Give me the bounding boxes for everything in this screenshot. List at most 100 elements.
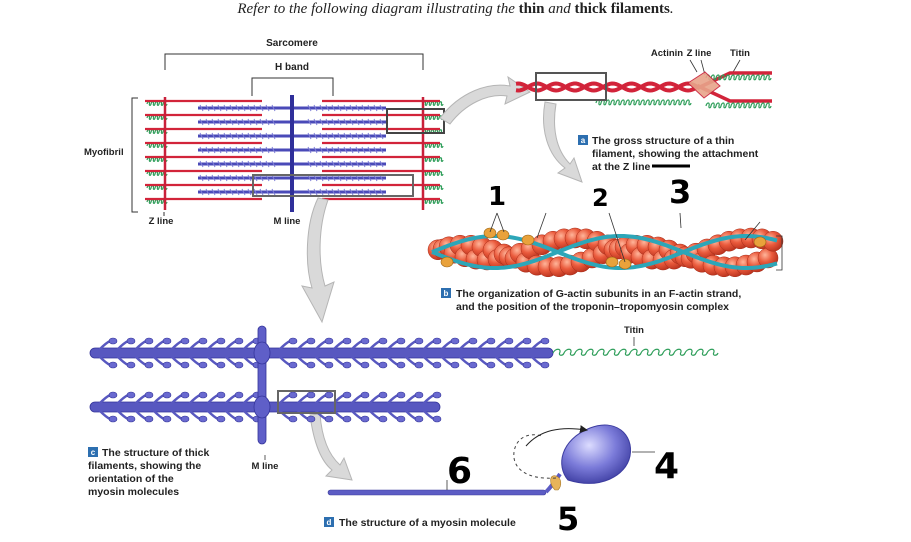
cross-bridge bbox=[217, 104, 222, 112]
header-prefix: Refer to the following diagram illustrat… bbox=[237, 1, 519, 17]
myosin-head-small bbox=[216, 361, 226, 369]
cross-bridge bbox=[259, 146, 264, 154]
myosin-head bbox=[561, 424, 632, 484]
caption-a-letter: a bbox=[581, 136, 586, 145]
cross-bridge bbox=[265, 118, 270, 126]
cross-bridge bbox=[247, 174, 252, 182]
cross-bridge bbox=[265, 132, 270, 140]
cross-bridge bbox=[331, 146, 336, 154]
myosin-head-small bbox=[144, 361, 154, 369]
myosin-head-small bbox=[234, 361, 244, 369]
handwritten-5: 5 bbox=[557, 500, 579, 538]
power-stroke-arrow bbox=[525, 425, 588, 447]
myosin-head-small bbox=[450, 361, 460, 369]
cross-bridge bbox=[379, 160, 384, 168]
myosin-head-small bbox=[144, 337, 154, 345]
h-band-label: H band bbox=[275, 62, 309, 73]
cross-bridge bbox=[337, 104, 342, 112]
cross-bridge bbox=[253, 160, 258, 168]
thin-strand-2 bbox=[515, 81, 701, 93]
cross-bridge bbox=[259, 188, 264, 196]
header-thick: thick filaments bbox=[574, 1, 670, 17]
cross-bridge bbox=[247, 188, 252, 196]
myosin-head-small bbox=[504, 361, 514, 369]
myosin-head-small bbox=[306, 415, 316, 423]
cross-bridge bbox=[223, 104, 228, 112]
cross-bridge bbox=[313, 160, 318, 168]
cross-bridge bbox=[199, 174, 204, 182]
cross-bridge bbox=[331, 160, 336, 168]
myosin-head-small bbox=[342, 391, 352, 399]
cross-bridge bbox=[253, 132, 258, 140]
cross-bridge bbox=[367, 118, 372, 126]
m-line-label: M line bbox=[274, 216, 301, 227]
cross-bridge bbox=[259, 118, 264, 126]
cross-bridge bbox=[205, 132, 210, 140]
myosin-head-small bbox=[306, 391, 316, 399]
handwritten-2: 2 bbox=[592, 184, 609, 212]
cross-bridge bbox=[319, 104, 324, 112]
caption-a-line2: filament, showing the attachment bbox=[592, 148, 759, 160]
myosin-head-small bbox=[432, 415, 442, 423]
cross-bridge bbox=[259, 132, 264, 140]
cross-bridge bbox=[253, 104, 258, 112]
myosin-head-small bbox=[378, 361, 388, 369]
actinin-label: Actinin bbox=[651, 48, 683, 59]
thin-filament-panel: Actinin Z line Titin a The gross structu… bbox=[515, 48, 772, 173]
myosin-head-small bbox=[288, 337, 298, 345]
caption-c-line4: myosin molecules bbox=[88, 486, 179, 498]
myosin-head-small bbox=[540, 337, 550, 345]
cross-bridge bbox=[379, 146, 384, 154]
cross-bridge bbox=[349, 146, 354, 154]
cross-bridge bbox=[343, 132, 348, 140]
cross-bridge bbox=[349, 118, 354, 126]
myosin-head-small bbox=[486, 361, 496, 369]
cross-bridge bbox=[319, 118, 324, 126]
cross-bridge bbox=[313, 132, 318, 140]
cross-bridge bbox=[259, 104, 264, 112]
cross-bridge bbox=[373, 118, 378, 126]
cross-bridge bbox=[247, 132, 252, 140]
caption-b-badge bbox=[441, 288, 451, 298]
cross-bridge bbox=[211, 104, 216, 112]
cross-bridge bbox=[217, 160, 222, 168]
myosin-head-small bbox=[468, 337, 478, 345]
cross-bridge bbox=[355, 104, 360, 112]
cross-bridge bbox=[217, 118, 222, 126]
cross-bridge bbox=[229, 160, 234, 168]
myosin-head-small bbox=[360, 415, 370, 423]
cross-bridge bbox=[373, 104, 378, 112]
z-line-label: Z line bbox=[149, 216, 174, 227]
cross-bridge bbox=[319, 146, 324, 154]
cross-bridge bbox=[205, 118, 210, 126]
cross-bridge bbox=[199, 188, 204, 196]
caption-c-letter: c bbox=[91, 448, 96, 457]
myofibril-bracket bbox=[131, 97, 138, 213]
myosin-head-small bbox=[144, 415, 154, 423]
cross-bridge bbox=[247, 104, 252, 112]
cross-bridge bbox=[241, 132, 246, 140]
cross-bridge bbox=[229, 104, 234, 112]
cross-bridge bbox=[325, 188, 330, 196]
cross-bridge bbox=[331, 188, 336, 196]
cross-bridge bbox=[223, 146, 228, 154]
myosin-head-small bbox=[396, 415, 406, 423]
myosin-head-small bbox=[126, 361, 136, 369]
cross-bridge bbox=[319, 188, 324, 196]
cross-bridge bbox=[229, 118, 234, 126]
cross-bridge bbox=[361, 118, 366, 126]
cross-bridge bbox=[235, 160, 240, 168]
cross-bridge bbox=[349, 160, 354, 168]
myosin-head-small bbox=[396, 337, 406, 345]
myosin-panel: d The structure of a myosin molecule bbox=[324, 424, 655, 529]
myosin-head-small bbox=[468, 361, 478, 369]
myosin-head-small bbox=[126, 337, 136, 345]
cross-bridge bbox=[271, 146, 276, 154]
cross-bridge bbox=[205, 188, 210, 196]
cross-bridge bbox=[325, 160, 330, 168]
cross-bridge bbox=[217, 146, 222, 154]
cross-bridge bbox=[355, 132, 360, 140]
titin-right-coil bbox=[422, 185, 444, 190]
cross-bridge bbox=[253, 188, 258, 196]
myosin-head-small bbox=[180, 415, 190, 423]
